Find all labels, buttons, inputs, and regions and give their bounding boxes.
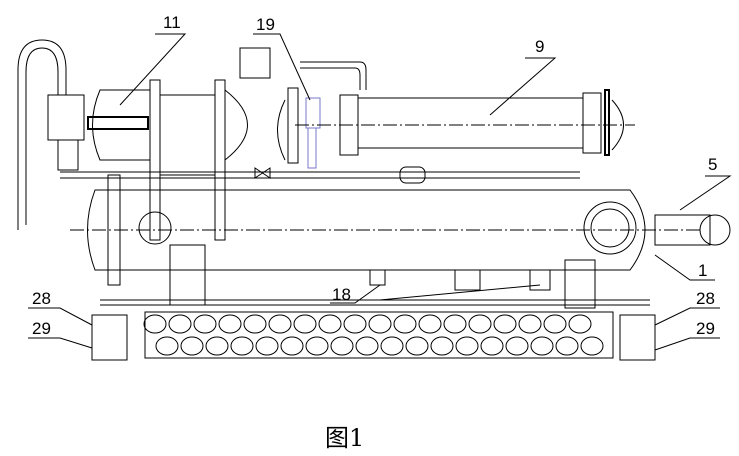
stone [418,314,442,334]
label-28-left: 28 [32,289,51,308]
stone [318,314,342,334]
stone [405,336,429,356]
label-29-left: 29 [32,319,51,338]
stone [193,314,217,334]
stone [368,314,392,334]
stone [243,314,267,334]
stone [443,314,467,334]
component-19 [305,97,321,129]
label-9: 9 [535,37,545,56]
stone [380,336,404,356]
stone [230,336,254,356]
stone [543,314,567,334]
stone [518,314,542,334]
stone [568,314,592,334]
stone [480,336,504,356]
u-pipe [17,39,67,230]
tank-right [619,314,656,361]
stone [143,314,167,334]
compressor [47,47,271,241]
label-29-right: 29 [696,319,715,338]
stone [168,314,192,334]
stone [493,314,517,334]
stone [155,336,179,356]
stone [505,336,529,356]
stone [330,336,354,356]
stone [468,314,492,334]
stone [455,336,479,356]
label-28-right: 28 [696,289,715,308]
stone [268,314,292,334]
stone [580,336,604,356]
tank-left [91,314,128,361]
stone [355,336,379,356]
stone [393,314,417,334]
label-11: 11 [163,13,181,32]
stone [530,336,554,356]
stone [218,314,242,334]
label-5: 5 [708,155,718,174]
label-1: 1 [698,261,708,280]
stone [305,336,329,356]
shell-vessel [70,174,731,309]
stone [280,336,304,356]
stone [255,336,279,356]
stone [343,314,367,334]
stone-base [144,311,614,359]
stones [143,314,604,356]
stone [180,336,204,356]
stone [205,336,229,356]
label-18: 18 [332,285,351,304]
stone [555,336,579,356]
stone [293,314,317,334]
label-19: 19 [256,15,275,34]
stone [430,336,454,356]
heat-exchanger [277,61,635,164]
figure-caption: 图1 [325,424,365,452]
